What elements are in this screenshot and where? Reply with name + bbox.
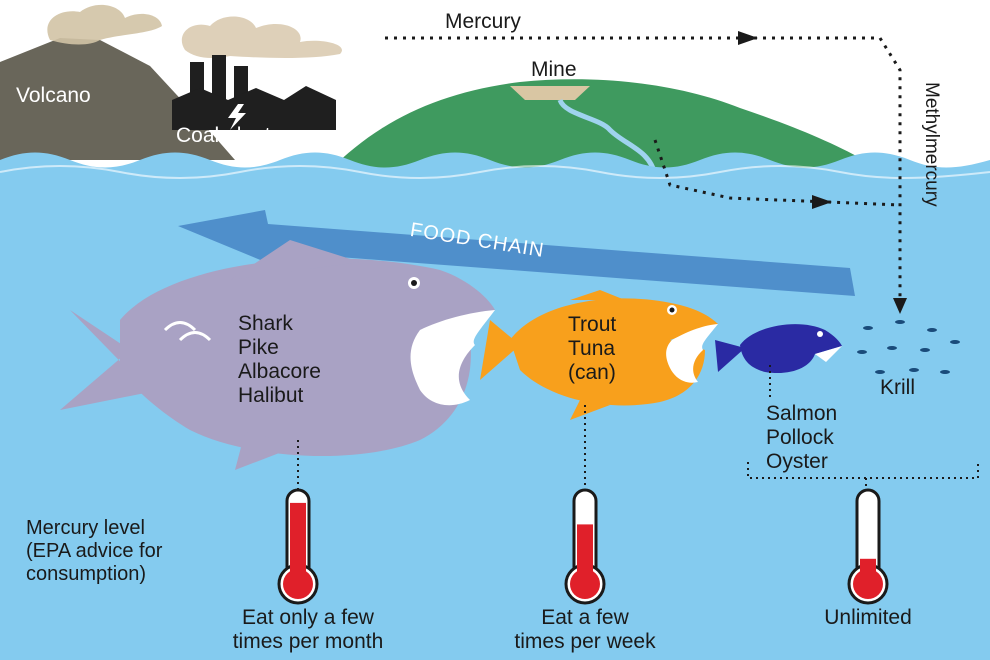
food-chain-arrow (178, 210, 855, 296)
mercury-arrowhead (738, 31, 758, 45)
fish-name: Tuna (568, 337, 616, 360)
fish-name: Oyster (766, 450, 828, 473)
fish-name: Salmon (766, 402, 838, 425)
mercury-level-legend: Mercury level (EPA advice for consumptio… (26, 517, 162, 586)
thermometer-low (847, 488, 889, 605)
fish-name: Albacore (238, 360, 321, 383)
thermometer-bulb (570, 569, 600, 599)
fish-name: Halibut (238, 384, 304, 407)
small-fish (715, 324, 842, 374)
thermometer-bulb (853, 569, 883, 599)
mine-label: Mine (531, 58, 577, 81)
methylmercury-arrowhead (893, 298, 907, 314)
mine-pit (510, 86, 590, 100)
fish-name: Pike (238, 336, 279, 359)
methylmercury-label: Methylmercury (921, 82, 942, 207)
medium-fish (480, 290, 718, 420)
legend-line: consumption) (26, 563, 147, 585)
advice-line: Eat a few (541, 606, 629, 629)
krill-swarm (857, 320, 960, 374)
fish-name: Pollock (766, 426, 834, 449)
fish-name: Shark (238, 312, 293, 335)
runoff-arrowhead (812, 195, 832, 209)
small-fish-bracket (747, 462, 979, 490)
volcano-label: Volcano (16, 84, 91, 107)
mercury-label: Mercury (445, 10, 521, 33)
volcano-plume (47, 4, 163, 45)
advice-medium: Eat a few times per week (465, 606, 705, 654)
coal-plant (172, 55, 336, 130)
advice-line: times per week (514, 630, 656, 653)
small-fish-names: Salmon Pollock Oyster (766, 402, 837, 474)
legend-line: Mercury level (26, 517, 145, 539)
large-fish (60, 240, 495, 470)
advice-line: times per month (232, 630, 384, 653)
thermometer-high (277, 488, 319, 605)
medium-fish-names: Trout Tuna (can) (568, 313, 616, 385)
thermometer-bulb (283, 569, 313, 599)
fish-name: Trout (568, 313, 617, 336)
mercury-flow-arrow (385, 36, 902, 300)
thermometer-medium (564, 488, 606, 605)
thermometer-mercury-fill (290, 502, 306, 586)
coal-plant-smoke (181, 16, 342, 58)
large-fish-names: Shark Pike Albacore Halibut (238, 312, 321, 408)
advice-low: Unlimited (768, 606, 968, 630)
lightning-icon (228, 104, 246, 130)
krill-label: Krill (880, 376, 915, 399)
advice-line: Eat only a few (242, 606, 374, 629)
mine-runoff (557, 98, 658, 176)
advice-high: Eat only a few times per month (188, 606, 428, 654)
water-wave-highlight (0, 165, 990, 179)
fish-name: (can) (568, 361, 616, 384)
advice-line: Unlimited (824, 606, 912, 629)
small-fish-eye (817, 331, 823, 337)
legend-line: (EPA advice for (26, 540, 163, 562)
coal-plant-label: Coal plant (176, 124, 271, 147)
